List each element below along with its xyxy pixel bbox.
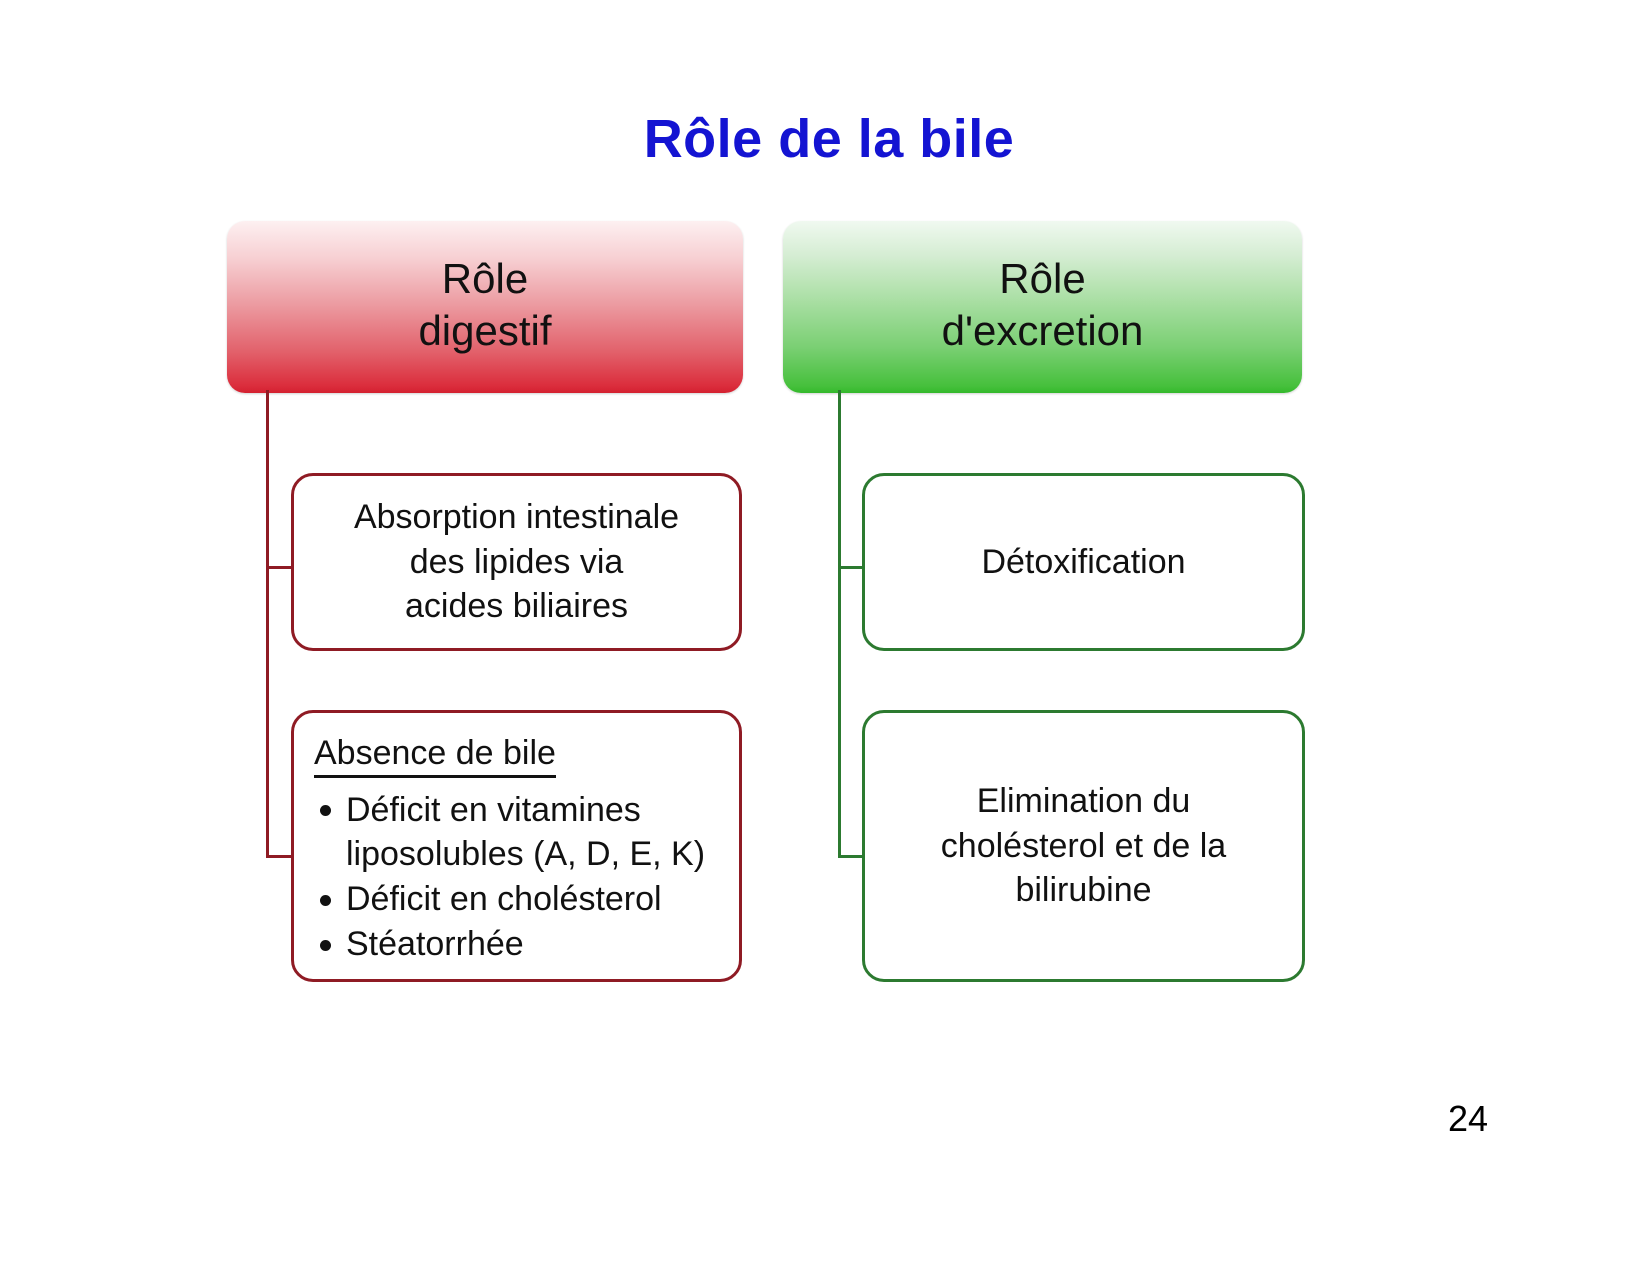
page-number: 24 — [1448, 1098, 1489, 1139]
absence-content: Absence de bile Déficit en vitamines lip… — [294, 711, 739, 982]
header-excretion-line1: Rôle — [999, 254, 1086, 302]
header-digestif-line1: Rôle — [441, 254, 529, 302]
absorption-line2: des lipides via — [409, 542, 624, 581]
header-box-role-digestif[interactable]: Rôle digestif — [227, 221, 743, 393]
elimination-text: Elimination du cholésterol et de la bili… — [923, 779, 1244, 914]
absence-bullet-1: Déficit en vitamines liposolubles (A, D,… — [346, 790, 706, 873]
header-excretion-line2: d'excretion — [941, 307, 1144, 354]
absence-bullet-2: Déficit en cholésterol — [346, 879, 662, 918]
connector-green-branch-1 — [838, 566, 865, 569]
elimination-line3: bilirubine — [1015, 871, 1152, 910]
detoxification-line1: Détoxification — [981, 542, 1186, 581]
box-detoxification[interactable]: Détoxification — [862, 473, 1305, 651]
header-box-digestif-text: Rôle digestif — [418, 253, 551, 362]
absence-bullet-3: Stéatorrhée — [346, 925, 524, 964]
connector-red-branch-2 — [266, 855, 294, 858]
header-box-role-excretion[interactable]: Rôle d'excretion — [783, 221, 1302, 393]
absorption-line3: acides biliaires — [405, 587, 628, 626]
header-digestif-line2: digestif — [418, 307, 552, 354]
box-absorption-intestinale[interactable]: Absorption intestinale des lipides via a… — [291, 473, 742, 651]
detoxification-text: Détoxification — [963, 540, 1203, 585]
box-absence-de-bile[interactable]: Absence de bile Déficit en vitamines lip… — [291, 710, 742, 982]
bullet-dot-icon — [320, 805, 331, 817]
absorption-text: Absorption intestinale des lipides via a… — [336, 495, 697, 630]
elimination-line1: Elimination du — [976, 781, 1191, 820]
bullet-dot-icon — [320, 894, 331, 906]
list-item: Déficit en cholésterol — [314, 877, 723, 921]
connector-red-branch-1 — [266, 566, 294, 569]
connector-red-trunk — [266, 390, 269, 858]
list-item: Déficit en vitamines liposolubles (A, D,… — [314, 788, 723, 876]
absence-bullet-list: Déficit en vitamines liposolubles (A, D,… — [314, 788, 723, 967]
slide-title: Rôle de la bile — [643, 109, 1015, 169]
box-elimination-cholesterol-bilirubine[interactable]: Elimination du cholésterol et de la bili… — [862, 710, 1305, 982]
header-box-excretion-text: Rôle d'excretion — [942, 253, 1144, 362]
connector-green-branch-2 — [838, 855, 865, 858]
list-item: Stéatorrhée — [314, 922, 723, 966]
connector-green-trunk — [838, 390, 841, 858]
absence-heading: Absence de bile — [314, 733, 556, 778]
bullet-dot-icon — [320, 939, 331, 951]
elimination-line2: cholésterol et de la — [940, 826, 1227, 865]
absorption-line1: Absorption intestinale — [353, 497, 680, 536]
